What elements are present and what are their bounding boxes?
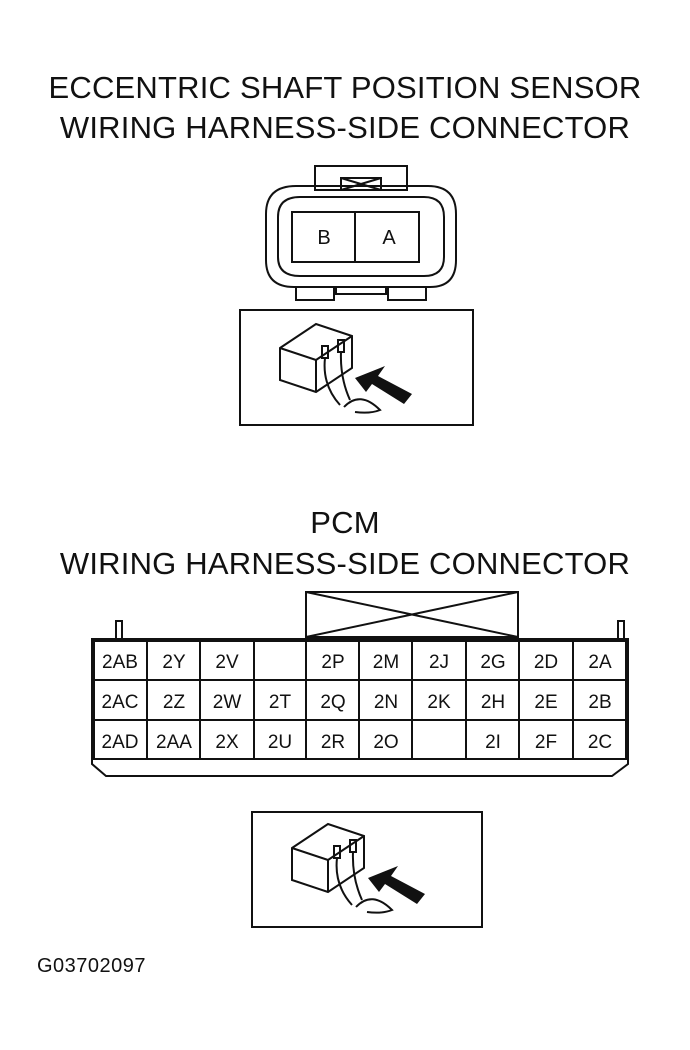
pcm-pin: 2U (268, 732, 292, 753)
pcm-pin: 2AB (102, 652, 138, 673)
figure-code: G03702097 (37, 955, 147, 977)
pcm-pin: 2AA (156, 732, 192, 753)
pcm-pin: 2AC (102, 692, 139, 713)
pcm-pin: 2X (215, 732, 239, 753)
pcm-pin: 2I (485, 732, 501, 753)
sensor-connector-title-line1: ECCENTRIC SHAFT POSITION SENSOR (48, 70, 642, 105)
connector-sketch-icon (279, 322, 382, 414)
pcm-pin: 2AD (102, 732, 139, 753)
sensor-pin-a-cell (354, 211, 420, 263)
view-arrow-icon (355, 366, 412, 404)
pcm-pin: 2D (534, 652, 558, 673)
sensor-pin-a: A (382, 227, 396, 249)
pcm-pin: 2E (534, 692, 557, 713)
sensor-pin-b: B (317, 227, 330, 249)
pcm-pin: 2R (321, 732, 345, 753)
pcm-view-direction-inset (251, 811, 483, 928)
pcm-pin: 2J (429, 652, 449, 673)
sensor-connector (265, 165, 457, 301)
connector-sketch-icon (291, 822, 394, 914)
pcm-connector (91, 591, 629, 777)
pcm-pin: 2K (427, 692, 451, 713)
pcm-connector-title-line1: PCM (310, 505, 380, 540)
pcm-pin: 2F (535, 732, 557, 753)
pcm-pin: 2O (373, 732, 398, 753)
pcm-pin: 2V (215, 652, 239, 673)
pcm-pin: 2H (481, 692, 505, 713)
pcm-pin: 2W (213, 692, 242, 713)
sensor-view-direction-inset (239, 309, 474, 426)
pcm-pin: 2A (588, 652, 612, 673)
pcm-pin: 2P (321, 652, 344, 673)
pcm-pin-labels: 2AB 2Y 2V 2P 2M 2J 2G 2D 2A 2AC 2Z 2W 2T… (102, 652, 613, 753)
pcm-pin: 2Z (163, 692, 186, 713)
pcm-pin: 2T (269, 692, 292, 713)
pcm-pin: 2N (374, 692, 398, 713)
pcm-pin: 2Y (162, 652, 186, 673)
pcm-pin: 2Q (320, 692, 345, 713)
pcm-pin: 2M (373, 652, 399, 673)
pcm-connector-title-line2: WIRING HARNESS-SIDE CONNECTOR (59, 546, 631, 581)
pcm-pin: 2C (588, 732, 612, 753)
sensor-connector-title-line2: WIRING HARNESS-SIDE CONNECTOR (59, 110, 631, 145)
view-arrow-icon (368, 866, 425, 904)
pcm-pin: 2G (480, 652, 505, 673)
pcm-pin: 2B (588, 692, 611, 713)
